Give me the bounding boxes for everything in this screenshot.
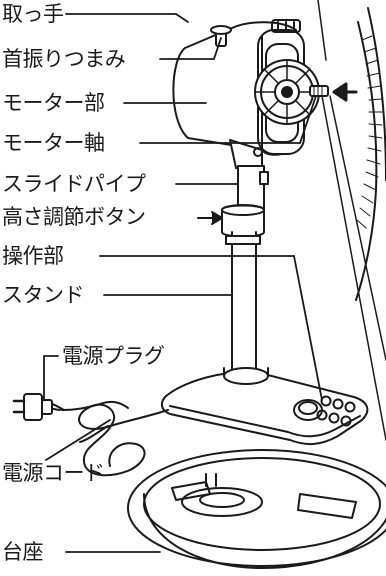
- label-height-button: 高さ調節ボタン: [2, 205, 146, 229]
- label-slide-pipe: スライドパイプ: [2, 172, 146, 196]
- label-oscillation-knob: 首振りつまみ: [2, 47, 126, 71]
- label-power-plug: 電源プラグ: [62, 344, 165, 368]
- shaft-shape: [309, 85, 329, 97]
- label-base: 台座: [2, 540, 44, 564]
- label-motor-unit: モーター部: [2, 91, 105, 115]
- label-control-panel: 操作部: [2, 244, 64, 268]
- shaft-arrow: [332, 82, 358, 102]
- leader-lines: [43, 13, 323, 553]
- label-motor-shaft: モーター軸: [2, 131, 105, 155]
- motor-housing: [172, 19, 320, 156]
- height-arrow: [197, 211, 223, 225]
- stand-column: [221, 204, 265, 377]
- label-handle: 取っ手: [2, 2, 64, 26]
- fan-guard-edge: [317, 0, 386, 441]
- label-stand: スタンド: [2, 283, 85, 307]
- pedestal-base: [127, 449, 386, 569]
- label-power-cord: 電源コード: [2, 461, 105, 485]
- slide-pipe-shape: [237, 165, 269, 211]
- power-cord-shape: [12, 393, 169, 477]
- control-base: [160, 367, 369, 446]
